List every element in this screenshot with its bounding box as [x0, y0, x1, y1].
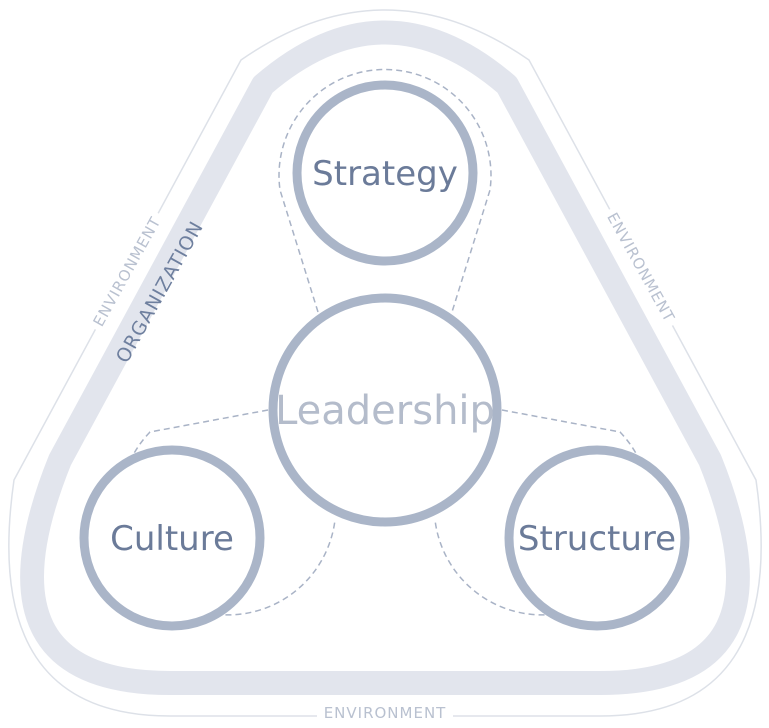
organization-band: [20, 20, 750, 695]
strategy-label: Strategy: [312, 154, 458, 194]
organization-label: ORGANIZATION: [112, 217, 208, 366]
culture-circle: [79, 445, 265, 631]
environment-boundary: [8, 9, 762, 717]
structure-label: Structure: [518, 519, 676, 559]
strategy-circle: [292, 80, 478, 266]
culture-label: Culture: [110, 519, 234, 559]
leadership-label: Leadership: [275, 388, 495, 434]
strategy-connector: [278, 68, 492, 313]
environment-label-bottom: ENVIRONMENT: [324, 704, 447, 722]
structure-circle: [504, 445, 690, 631]
leadership-circle: [268, 293, 502, 527]
